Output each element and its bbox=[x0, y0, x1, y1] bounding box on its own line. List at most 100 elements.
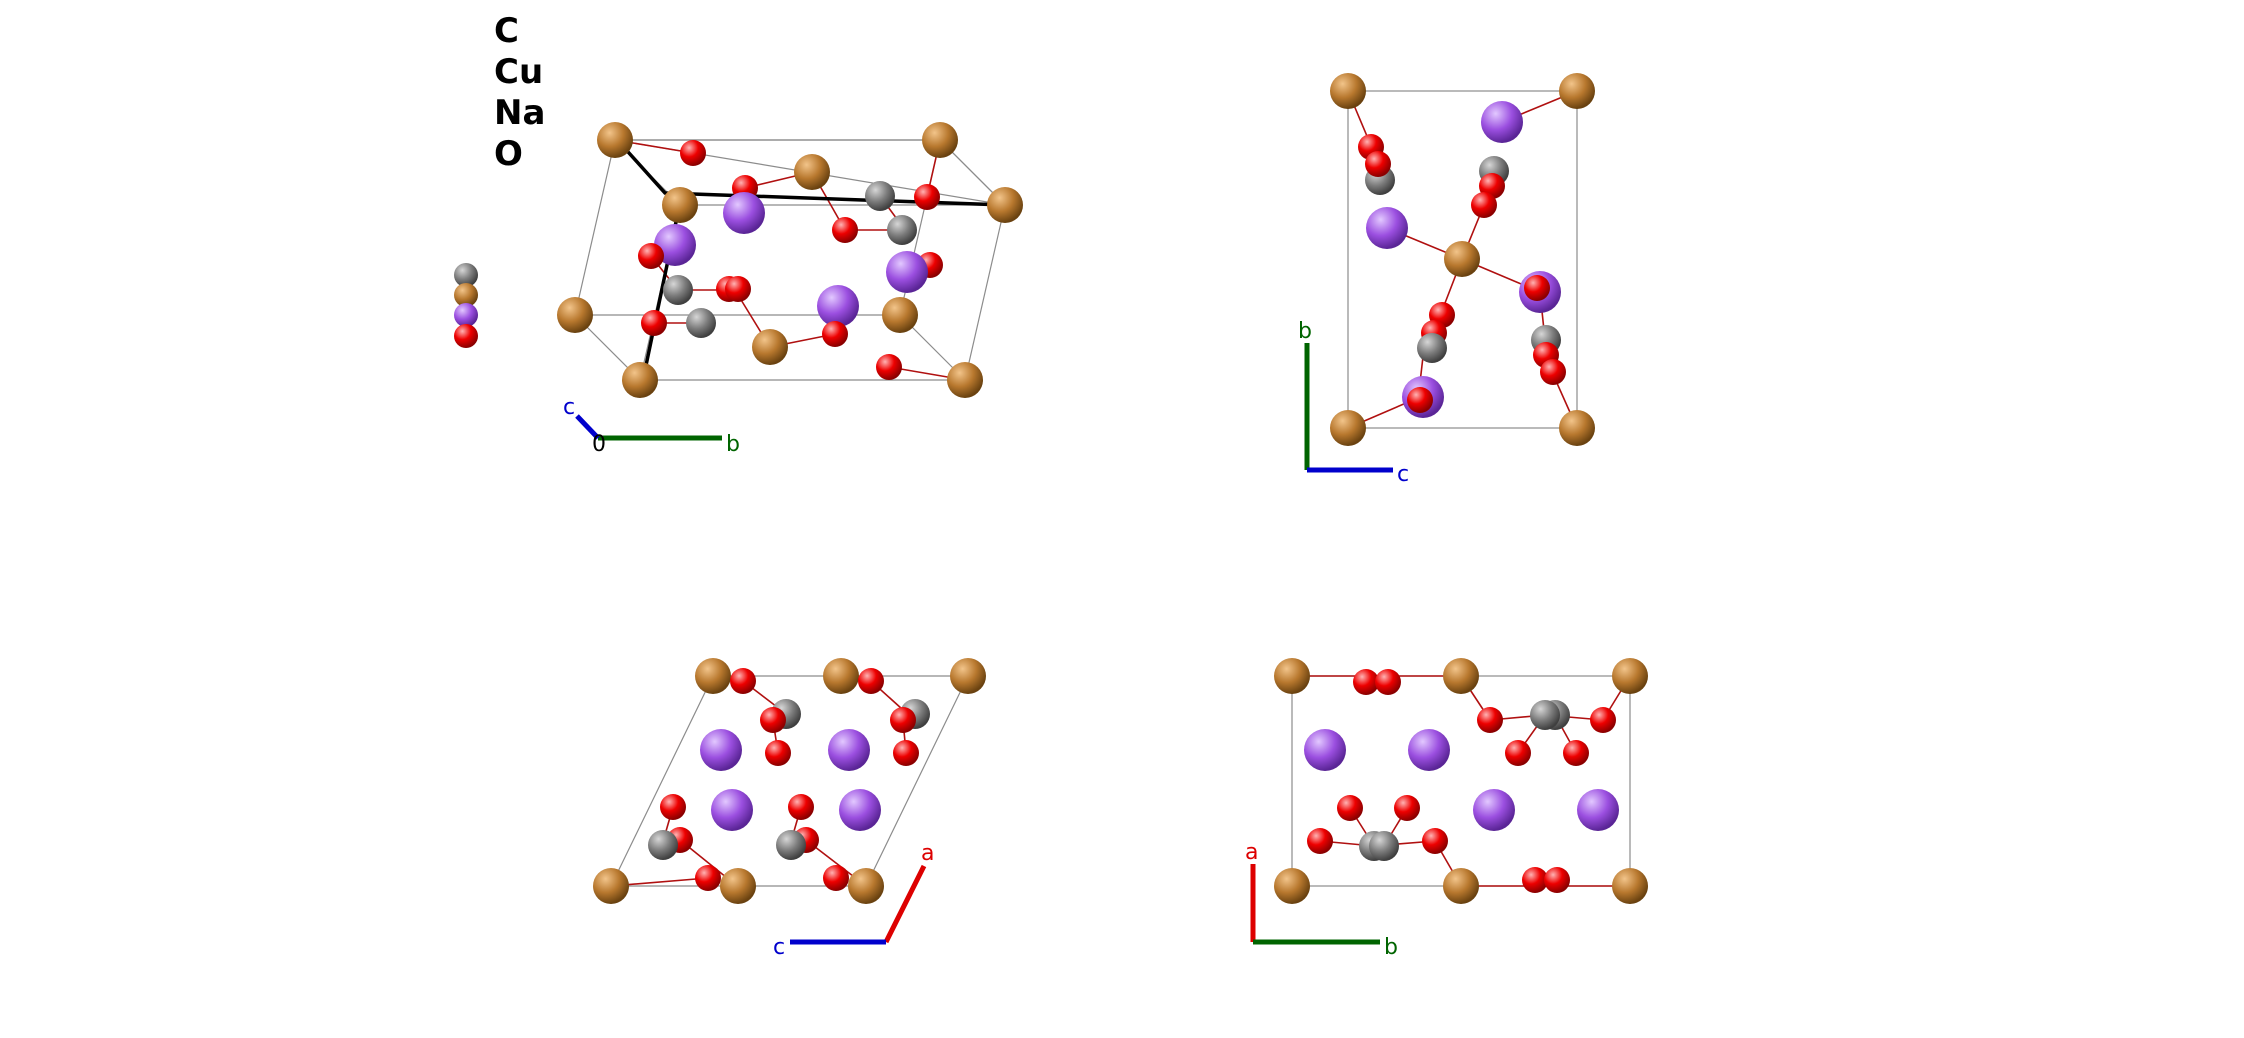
o-atom bbox=[641, 310, 667, 336]
na-atom bbox=[700, 729, 742, 771]
cu-atom bbox=[1612, 658, 1648, 694]
legend-label-o: O bbox=[494, 134, 523, 174]
c-axis-label: c bbox=[773, 935, 785, 960]
unit-cell-outline bbox=[1347, 90, 1578, 429]
o-atom bbox=[893, 740, 919, 766]
o-atom bbox=[858, 668, 884, 694]
c-axis-label: c bbox=[563, 395, 575, 420]
o-atom bbox=[1544, 867, 1570, 893]
cu-atom bbox=[1330, 73, 1366, 109]
o-atom bbox=[760, 707, 786, 733]
bonds bbox=[1292, 675, 1631, 887]
c-atom bbox=[865, 181, 895, 211]
o-atom bbox=[1394, 795, 1420, 821]
unit-cell-outline bbox=[1291, 675, 1631, 887]
c-atom bbox=[887, 215, 917, 245]
o-atom bbox=[914, 184, 940, 210]
c-atom bbox=[686, 308, 716, 338]
cu-atom bbox=[882, 297, 918, 333]
o-atom bbox=[876, 354, 902, 380]
cu-atom bbox=[947, 362, 983, 398]
cu-atom bbox=[557, 297, 593, 333]
o-atom bbox=[1375, 669, 1401, 695]
o-atom bbox=[1422, 828, 1448, 854]
cu-atom bbox=[593, 868, 629, 904]
o-atom bbox=[1524, 275, 1550, 301]
cu-atom bbox=[1559, 73, 1595, 109]
o-atom bbox=[1522, 867, 1548, 893]
cu-atom bbox=[622, 362, 658, 398]
na-atom bbox=[817, 285, 859, 327]
axis-indicator: a c bbox=[773, 841, 934, 960]
o-atom bbox=[1477, 707, 1503, 733]
cu-atom bbox=[597, 122, 633, 158]
o-atom bbox=[725, 276, 751, 302]
o-atom bbox=[638, 243, 664, 269]
cu-atom bbox=[987, 187, 1023, 223]
cu-atom bbox=[1559, 410, 1595, 446]
c-axis-line bbox=[575, 414, 600, 440]
c-atom bbox=[1369, 831, 1399, 861]
o-atom bbox=[890, 707, 916, 733]
view-along-a: b c bbox=[1298, 73, 1595, 487]
cu-atom bbox=[1443, 658, 1479, 694]
o-atom bbox=[730, 668, 756, 694]
na-atom bbox=[723, 192, 765, 234]
na-atom bbox=[886, 251, 928, 293]
o-atom bbox=[680, 140, 706, 166]
axis-indicator: 0 c b bbox=[563, 395, 740, 457]
b-axis-label: b bbox=[1298, 319, 1312, 344]
o-atom-icon bbox=[454, 324, 478, 348]
axis-indicator: a b bbox=[1245, 840, 1398, 960]
na-atom bbox=[839, 789, 881, 831]
a-axis-label: a bbox=[921, 841, 934, 866]
c-axis-label: c bbox=[1397, 462, 1409, 487]
a-axis-line bbox=[883, 864, 927, 944]
o-atom bbox=[660, 794, 686, 820]
cu-atom-icon bbox=[454, 283, 478, 307]
legend-label-na: Na bbox=[494, 93, 545, 133]
cu-atom bbox=[848, 868, 884, 904]
na-atom bbox=[654, 224, 696, 266]
o-atom bbox=[695, 865, 721, 891]
o-atom bbox=[823, 865, 849, 891]
na-atom bbox=[1366, 207, 1408, 249]
o-atom bbox=[1365, 151, 1391, 177]
o-atom bbox=[1407, 387, 1433, 413]
b-axis-label: b bbox=[1384, 935, 1398, 960]
cu-atom bbox=[695, 658, 731, 694]
origin-label: 0 bbox=[592, 432, 606, 457]
na-atom bbox=[1473, 789, 1515, 831]
c-atom bbox=[1530, 700, 1560, 730]
cu-atom bbox=[823, 658, 859, 694]
na-atom-icon bbox=[454, 303, 478, 327]
cu-atom bbox=[794, 154, 830, 190]
o-atom bbox=[1471, 192, 1497, 218]
cu-atom bbox=[1444, 241, 1480, 277]
o-atom bbox=[1540, 359, 1566, 385]
cu-atom bbox=[662, 187, 698, 223]
o-atom bbox=[1307, 828, 1333, 854]
cu-atom bbox=[922, 122, 958, 158]
cu-atom bbox=[1443, 868, 1479, 904]
cu-atom bbox=[720, 868, 756, 904]
o-atom bbox=[822, 321, 848, 347]
view-along-b: a c bbox=[593, 658, 986, 960]
cu-atom bbox=[950, 658, 986, 694]
o-atom bbox=[765, 740, 791, 766]
na-atom bbox=[1577, 789, 1619, 831]
na-atom bbox=[828, 729, 870, 771]
element-legend: C Cu Na O bbox=[454, 11, 545, 348]
cu-atom bbox=[1274, 658, 1310, 694]
b-axis-label: b bbox=[726, 432, 740, 457]
na-atom bbox=[1408, 729, 1450, 771]
na-atom bbox=[711, 789, 753, 831]
cu-atom bbox=[1274, 868, 1310, 904]
o-atom bbox=[1590, 707, 1616, 733]
cu-atom bbox=[1612, 868, 1648, 904]
c-atom bbox=[776, 830, 806, 860]
a-axis-label: a bbox=[1245, 840, 1258, 865]
na-atom bbox=[1481, 101, 1523, 143]
cu-atom bbox=[752, 329, 788, 365]
